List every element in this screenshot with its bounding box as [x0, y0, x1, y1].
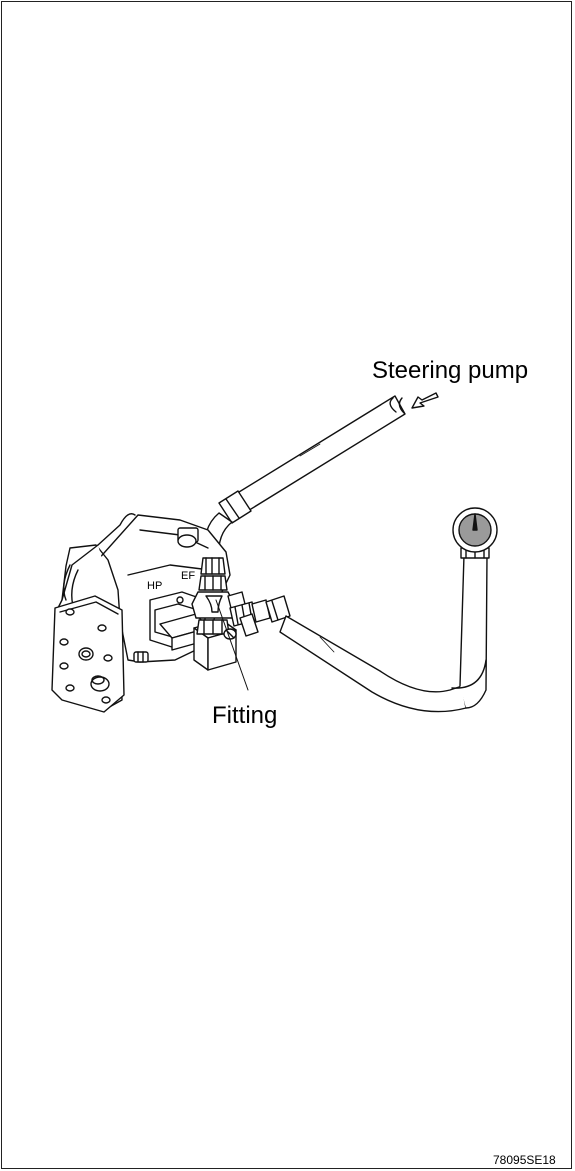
tee-fitting: [223, 591, 291, 640]
fitting-label: Fitting: [212, 702, 278, 729]
steering-pump-label: Steering pump: [372, 357, 529, 384]
steering-pump-hose: [225, 395, 406, 518]
ef-port-label: EF: [181, 570, 196, 582]
hose-collar-upper: [218, 490, 252, 524]
pump-side-bolt: [133, 651, 149, 663]
figure-code: 78095SE18: [493, 1153, 556, 1167]
fitting-leader-line: [215, 599, 249, 691]
pump-front-flange: [51, 595, 125, 713]
flow-arrow-icon: [411, 392, 439, 409]
gauge-hose: [279, 554, 488, 713]
hp-port-label: HP: [147, 580, 163, 592]
pressure-gauge-icon: [452, 507, 498, 553]
fitting-stack: [191, 557, 235, 635]
